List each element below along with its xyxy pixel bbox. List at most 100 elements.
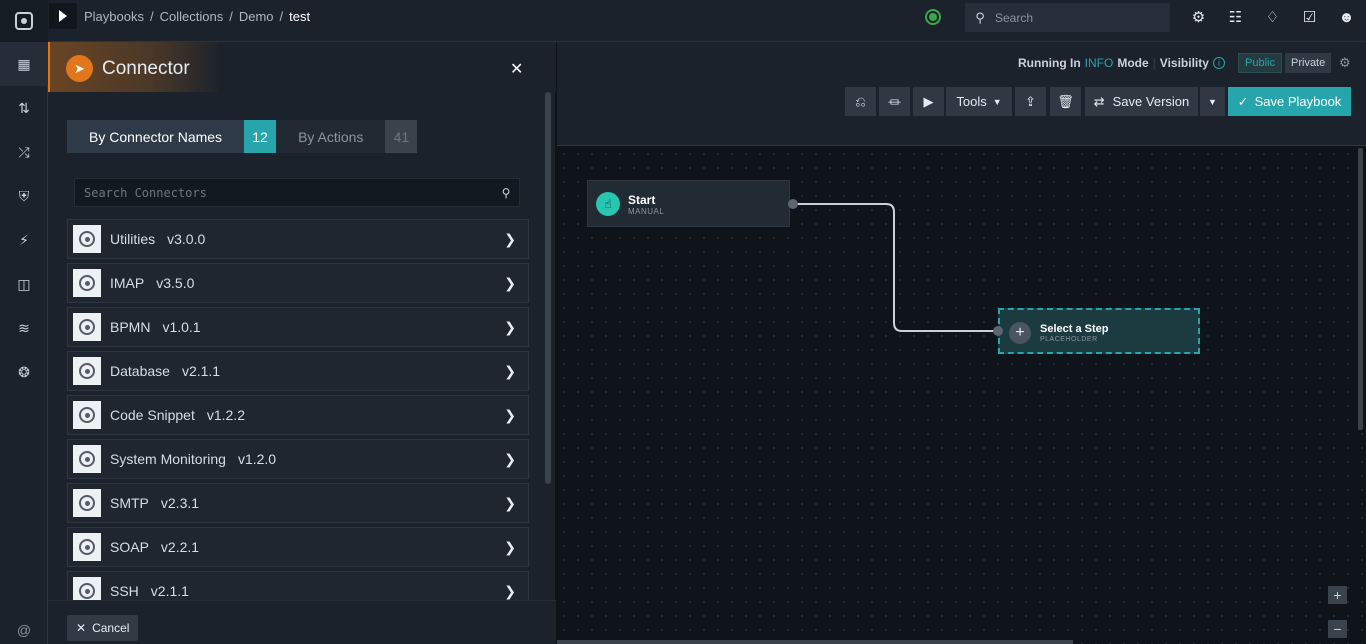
chevron-right-icon: ❯ xyxy=(504,275,516,291)
connector-name: SMTP xyxy=(110,495,149,511)
connector-logo-icon xyxy=(73,533,101,561)
expand-toggle-button[interactable] xyxy=(49,3,77,29)
plus-icon: + xyxy=(1009,322,1031,344)
tools-dropdown-button[interactable]: Tools ▼ xyxy=(946,87,1012,116)
chart-icon[interactable]: ≋ xyxy=(18,319,30,336)
tab-by-actions[interactable]: By Actions 41 xyxy=(276,120,418,153)
tab-by-connector-names[interactable]: By Connector Names 12 xyxy=(67,120,277,153)
close-icon[interactable]: ✕ xyxy=(510,61,524,78)
mode-value[interactable]: INFO xyxy=(1084,56,1114,70)
user-icon[interactable]: ☻ xyxy=(1338,8,1355,26)
dashboard-icon[interactable]: ▦ xyxy=(0,42,48,86)
cancel-label: Cancel xyxy=(92,621,130,635)
cancel-button[interactable]: ✕ Cancel xyxy=(67,615,139,641)
connector-search: ⚲ xyxy=(74,178,520,207)
panel-title: Connector xyxy=(102,58,190,79)
app-logo-icon[interactable] xyxy=(0,0,48,42)
check-icon: ✓ xyxy=(1237,93,1249,109)
connector-item-soap[interactable]: SOAP v2.2.1 ❯ xyxy=(67,527,529,567)
hierarchy-icon[interactable]: ☷ xyxy=(1228,9,1243,26)
chevron-right-icon: ❯ xyxy=(504,363,516,379)
connector-item-bpmn[interactable]: BPMN v1.0.1 ❯ xyxy=(67,307,529,347)
connector-name: SOAP xyxy=(110,539,149,555)
save-playbook-button[interactable]: ✓ Save Playbook xyxy=(1228,87,1351,116)
search-icon[interactable]: ⚲ xyxy=(501,185,511,200)
bell-icon[interactable]: ♢ xyxy=(1265,9,1280,26)
connector-item-system-monitoring[interactable]: System Monitoring v1.2.0 ❯ xyxy=(67,439,529,479)
trash-icon[interactable]: 🗑 xyxy=(1050,87,1081,116)
connector-item-smtp[interactable]: SMTP v2.3.1 ❯ xyxy=(67,483,529,523)
connector-tool-icon[interactable]: ⎌ xyxy=(845,87,876,116)
run-play-icon[interactable]: ▶ xyxy=(913,87,944,116)
start-step-node[interactable]: ☝ Start MANUAL xyxy=(587,180,790,227)
status-indicator-icon[interactable] xyxy=(925,9,941,25)
save-version-button[interactable]: ⇄ Save Version xyxy=(1085,87,1198,116)
left-nav-rail: ▦ ⇅ ⤮ ⛨ ⚡ ◫ ≋ ❂ @ xyxy=(0,42,48,644)
bolt-icon[interactable]: ⚡ xyxy=(19,231,29,248)
shield-icon[interactable]: ⛨ xyxy=(18,187,30,204)
breadcrumb-playbooks[interactable]: Playbooks xyxy=(84,9,144,24)
placeholder-input-port[interactable] xyxy=(993,326,1003,336)
chevron-right-icon: ❯ xyxy=(504,451,516,467)
connector-version: v3.5.0 xyxy=(156,275,195,291)
zoom-in-button[interactable]: + xyxy=(1328,586,1347,604)
tab-label: By Actions xyxy=(276,120,386,153)
breadcrumb-collections[interactable]: Collections xyxy=(159,9,224,24)
connector-logo-icon xyxy=(73,489,101,517)
node-subtitle: PLACEHOLDER xyxy=(1040,336,1098,343)
info-icon[interactable]: i xyxy=(1212,57,1225,69)
connector-item-ssh[interactable]: SSH v2.1.1 ❯ xyxy=(67,571,529,602)
canvas-horizontal-scrollbar[interactable] xyxy=(557,640,1073,644)
tab-label: By Connector Names xyxy=(67,120,245,153)
trigger-tool-icon[interactable]: ⏛ xyxy=(879,87,910,116)
connector-list: Utilities v3.0.0 ❯ IMAP v3.5.0 ❯ BPMN v1… xyxy=(67,219,529,602)
connector-search-input[interactable] xyxy=(75,185,493,200)
settings-gear-icon[interactable]: ⚙ xyxy=(1191,9,1206,26)
chevron-right-icon: ❯ xyxy=(504,407,516,423)
connector-item-imap[interactable]: IMAP v3.5.0 ❯ xyxy=(67,263,529,303)
connector-item-code-snippet[interactable]: Code Snippet v1.2.2 ❯ xyxy=(67,395,529,435)
zoom-out-button[interactable]: − xyxy=(1328,620,1347,638)
connector-name: Code Snippet xyxy=(110,407,195,423)
save-playbook-label: Save Playbook xyxy=(1254,94,1342,109)
briefcase-icon[interactable]: ◫ xyxy=(17,275,31,292)
breadcrumb-demo[interactable]: Demo xyxy=(238,9,274,24)
global-search-input[interactable] xyxy=(995,10,1155,25)
visibility-public-button[interactable]: Public xyxy=(1238,53,1282,73)
connector-item-database[interactable]: Database v2.1.1 ❯ xyxy=(67,351,529,391)
connector-item-utilities[interactable]: Utilities v3.0.0 ❯ xyxy=(67,219,529,259)
connector-version: v2.1.1 xyxy=(181,363,221,379)
connector-name: Database xyxy=(110,363,170,379)
running-in-label: Running In xyxy=(1018,56,1081,70)
connector-name: SSH xyxy=(110,583,139,599)
chevron-down-icon: ▼ xyxy=(992,96,1002,107)
chevron-right-icon: ❯ xyxy=(504,231,516,247)
tools-label: Tools xyxy=(956,94,987,109)
canvas-vertical-scrollbar[interactable] xyxy=(1358,148,1363,430)
save-version-dropdown-icon[interactable]: ▼ xyxy=(1200,87,1225,116)
clipboard-check-icon[interactable]: ☑ xyxy=(1302,9,1317,26)
connector-version: v2.2.1 xyxy=(160,539,200,555)
export-icon[interactable]: ⇪ xyxy=(1015,87,1046,116)
lifebuoy-icon[interactable]: ❂ xyxy=(18,363,30,380)
start-output-port[interactable] xyxy=(788,199,798,209)
team-settings-icon[interactable]: ⚙ xyxy=(1339,55,1351,70)
at-icon[interactable]: @ xyxy=(16,622,32,638)
connector-name: BPMN xyxy=(110,319,151,335)
shuffle-icon[interactable]: ⤮ xyxy=(18,143,30,160)
connector-logo-icon xyxy=(73,313,101,341)
connector-version: v3.0.0 xyxy=(167,231,206,247)
workflow-icon[interactable]: ⇅ xyxy=(18,99,30,116)
chevron-right-icon: ❯ xyxy=(504,539,516,555)
placeholder-step-node[interactable]: + Select a Step PLACEHOLDER xyxy=(998,308,1200,354)
playbook-canvas[interactable] xyxy=(557,147,1366,644)
chevron-right-icon: ❯ xyxy=(504,495,516,511)
panel-scrollbar[interactable] xyxy=(545,92,551,484)
visibility-private-button[interactable]: Private xyxy=(1285,53,1332,73)
node-subtitle: MANUAL xyxy=(628,207,665,216)
connector-logo-icon xyxy=(73,401,101,429)
mode-label: Mode xyxy=(1117,56,1149,70)
connector-version: v2.3.1 xyxy=(160,495,200,511)
connector-panel: ➤ Connector ✕ By Connector Names 12 By A… xyxy=(48,42,556,644)
